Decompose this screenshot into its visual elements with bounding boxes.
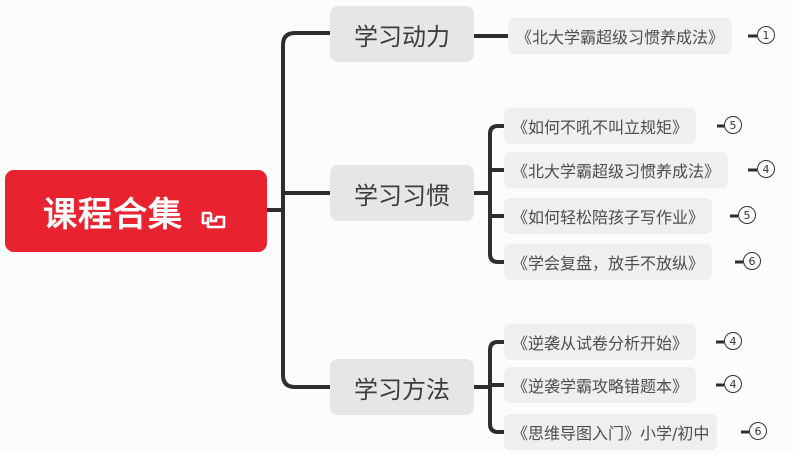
count-badge: 1 bbox=[757, 26, 775, 44]
sub-node[interactable]: 《北大学霸超级习惯养成法》 bbox=[504, 152, 729, 188]
sub-node[interactable]: 《思维导图入门》小学/初中 bbox=[504, 414, 718, 450]
topic-label: 学习习惯 bbox=[354, 181, 450, 210]
count-badge: 4 bbox=[724, 375, 742, 393]
root-label: 课程合集 bbox=[43, 194, 183, 235]
link-icon[interactable] bbox=[199, 200, 229, 229]
sub-label: 《如何轻松陪孩子写作业》 bbox=[512, 208, 705, 227]
count-badge: 4 bbox=[724, 332, 742, 350]
sub-label: 《北大学霸超级习惯养成法》 bbox=[512, 162, 721, 181]
count-badge: 5 bbox=[738, 206, 756, 224]
sub-label: 《如何不吼不叫立规矩》 bbox=[512, 118, 689, 137]
topic-node[interactable]: 学习习惯 bbox=[330, 165, 474, 221]
sub-label: 《学会复盘，放手不放纵》 bbox=[512, 254, 705, 273]
topic-label: 学习方法 bbox=[354, 375, 450, 404]
count-badge: 4 bbox=[757, 160, 775, 178]
sub-label: 《北大学霸超级习惯养成法》 bbox=[516, 28, 725, 47]
sub-node[interactable]: 《逆袭从试卷分析开始》 bbox=[504, 324, 697, 360]
root-node[interactable]: 课程合集 bbox=[5, 170, 267, 252]
sub-node[interactable]: 《如何不吼不叫立规矩》 bbox=[504, 108, 697, 144]
sub-label: 《逆袭从试卷分析开始》 bbox=[512, 334, 689, 353]
sub-node[interactable]: 《北大学霸超级习惯养成法》 bbox=[508, 18, 733, 54]
topic-label: 学习动力 bbox=[354, 22, 450, 51]
count-badge: 6 bbox=[749, 422, 767, 440]
sub-label: 《思维导图入门》小学/初中 bbox=[512, 424, 710, 443]
topic-node[interactable]: 学习方法 bbox=[330, 359, 474, 415]
sub-node[interactable]: 《如何轻松陪孩子写作业》 bbox=[504, 198, 713, 234]
count-badge: 5 bbox=[724, 116, 742, 134]
topic-node[interactable]: 学习动力 bbox=[330, 6, 474, 62]
sub-node[interactable]: 《学会复盘，放手不放纵》 bbox=[504, 244, 713, 280]
sub-label: 《逆袭学霸攻略错题本》 bbox=[512, 377, 689, 396]
count-badge: 6 bbox=[743, 252, 761, 270]
sub-node[interactable]: 《逆袭学霸攻略错题本》 bbox=[504, 367, 697, 403]
